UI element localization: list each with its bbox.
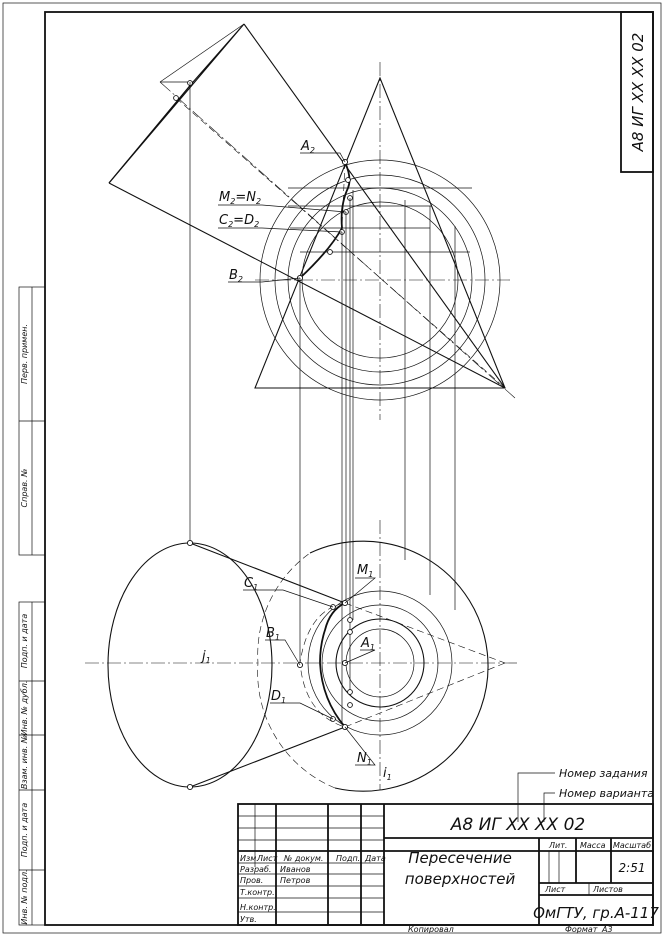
stamp-prov: Пров. [240, 876, 263, 885]
side-dupl-no: Инв. № дубл. [20, 681, 29, 736]
intersection-curve-top-hidden [299, 602, 346, 728]
side-orig-no: Инв. № подл. [20, 869, 29, 924]
title-block: А8 ИГ XX XX 02 Пересечение поверхностей … [237, 803, 659, 926]
vertical-cone-outline [254, 76, 506, 389]
label-C1: C1 [244, 576, 258, 592]
intersection-curve-front [299, 161, 351, 279]
footer-format-value: А3 [601, 925, 613, 934]
label-B1: B1 [266, 626, 280, 642]
label-M1: M1 [357, 563, 373, 579]
footer-format: Формат [565, 925, 598, 934]
side-strip: Перв. примен. Справ. № Подп. и дата Инв.… [18, 286, 46, 926]
footer-copied: Копировал [408, 925, 454, 934]
stamp-title-line2: поверхностей [405, 870, 516, 888]
stamp-massa: Масса [580, 841, 606, 850]
corner-code-box: А8 ИГ XX XX 02 [620, 11, 654, 173]
callout-variant-number: Номер варианта [559, 787, 654, 800]
oblique-cone-top-generator [189, 542, 346, 604]
front-view: A2 M2=N2 C2=D2 B2 [108, 23, 516, 420]
stamp-lit: Лит. [548, 841, 567, 850]
side-first-use: Перв. примен. [20, 324, 29, 384]
stamp-tkontr: Т.контр. [240, 888, 275, 897]
side-sign-date-1: Подп. и дата [20, 614, 29, 669]
stamp-title-line1: Пересечение [408, 849, 512, 867]
intersection-curve-top [319, 602, 346, 728]
stamp-col-date: Дата [364, 854, 386, 863]
stamp-org: ОмГТУ, гр.А-117 [533, 904, 659, 922]
top-helper-circle-2 [321, 604, 439, 722]
oblique-cone-lower-generator [108, 182, 506, 389]
side-replace-no: Взам. инв. № [20, 735, 29, 789]
stamp-utv: Утв. [240, 915, 257, 924]
stamp-sheet: Лист [544, 885, 566, 894]
stamp-scale: 2:51 [619, 861, 646, 875]
cone-base-circle-visible [309, 540, 489, 792]
label-N1: N1 [357, 751, 372, 767]
label-M2N2: M2=N2 [219, 190, 261, 206]
stamp-nkontr: Н.контр. [240, 903, 276, 912]
top-helper-circle-3 [335, 618, 425, 708]
label-i1: i1 [383, 766, 392, 782]
stamp-masshtab: Масштаб [613, 841, 651, 850]
label-C2D2: C2=D2 [219, 213, 259, 229]
label-A1: A1 [360, 636, 375, 652]
label-D1: D1 [271, 689, 286, 705]
stamp-callouts: Номер задания Номер варианта [517, 767, 654, 822]
stamp-sheets: Листов [592, 885, 623, 894]
callout-task-number: Номер задания [559, 767, 648, 780]
label-A2: A2 [300, 139, 315, 155]
top-view: C1 M1 B1 A1 D1 N1 i1 j1 [85, 520, 520, 792]
label-j1: j1 [200, 649, 211, 665]
oblique-cone-bottom-generator [189, 726, 346, 788]
oblique-cone-inner-generator [175, 97, 506, 389]
side-sign-date-2: Подп. и дата [20, 803, 29, 858]
stamp-col-sign: Подп. [336, 854, 360, 863]
stamp-razrab: Разраб. [240, 865, 271, 874]
sheet-footer: Копировал Формат А3 [408, 925, 613, 934]
helper-sphere-2 [274, 174, 486, 386]
stamp-col-doc: № докум. [283, 854, 323, 863]
cone-base-circle-hidden [257, 552, 336, 789]
corner-code-text: А8 ИГ XX XX 02 [629, 33, 647, 153]
stamp-doc-code: А8 ИГ XX XX 02 [450, 815, 585, 835]
projection-lines [189, 82, 456, 725]
top-helper-circle-1 [307, 590, 453, 736]
stamp-prov-name: Петров [280, 876, 311, 885]
helper-sphere-outer [259, 159, 501, 401]
stamp-col-list: Лист [256, 854, 278, 863]
stamp-razrab-name: Иванов [280, 865, 311, 874]
side-reference-no: Справ. № [20, 469, 29, 508]
stamp-col-izm: Изм. [240, 854, 259, 863]
label-B2: B2 [229, 268, 243, 284]
